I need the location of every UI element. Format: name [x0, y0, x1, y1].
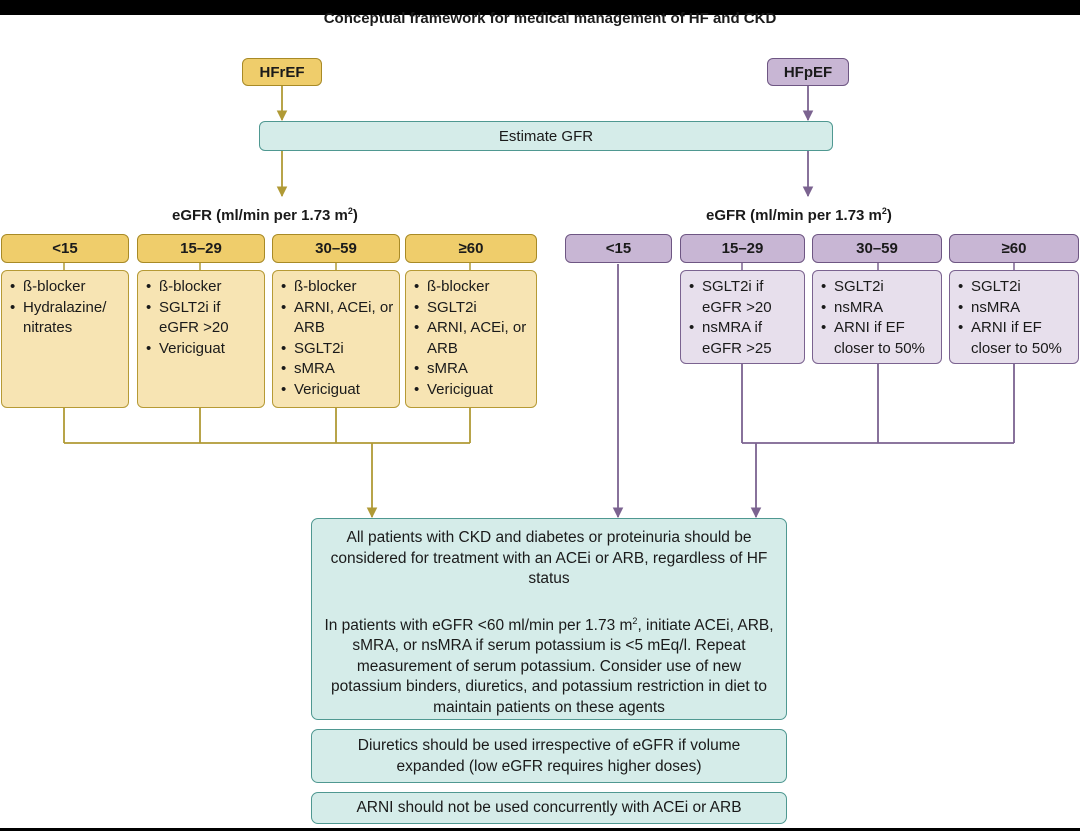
- estimate-gfr-node: Estimate GFR: [259, 121, 833, 151]
- list-item: ARNI if EF closer to 50%: [958, 318, 1074, 359]
- hfpef-band-15-29: 15–29: [680, 234, 805, 263]
- hfpef-list-15-29: SGLT2i if eGFR >20 nsMRA if eGFR >25: [680, 270, 805, 364]
- top-black-bar: [0, 0, 1080, 15]
- hfref-list-30-59: ß-blocker ARNI, ACEi, or ARB SGLT2i sMRA…: [272, 270, 400, 408]
- main-recommendation-note: All patients with CKD and diabetes or pr…: [311, 518, 787, 720]
- hfref-band-30-59: 30–59: [272, 234, 400, 263]
- list-item: ß-blocker: [414, 277, 532, 298]
- list-item: SGLT2i if eGFR >20: [146, 298, 260, 339]
- arni-note: ARNI should not be used concurrently wit…: [311, 792, 787, 824]
- list-item: nsMRA: [958, 298, 1074, 319]
- hfref-list-15-29: ß-blocker SGLT2i if eGFR >20 Vericiguat: [137, 270, 265, 408]
- list-item: sMRA: [281, 359, 395, 380]
- list-item: ß-blocker: [281, 277, 395, 298]
- diuretics-note: Diuretics should be used irrespective of…: [311, 729, 787, 783]
- list-item: Hydralazine/ nitrates: [10, 298, 124, 339]
- hfref-band-lt15: <15: [1, 234, 129, 263]
- diagram-title: Conceptual framework for medical managem…: [323, 10, 777, 27]
- note-paragraph-1: All patients with CKD and diabetes or pr…: [330, 529, 768, 587]
- list-item: ARNI, ACEi, or ARB: [414, 318, 532, 359]
- hfref-band-ge60: ≥60: [405, 234, 537, 263]
- hfref-list-ge60: ß-blocker SGLT2i ARNI, ACEi, or ARB sMRA…: [405, 270, 537, 408]
- list-item: SGLT2i: [821, 277, 937, 298]
- list-item: SGLT2i: [958, 277, 1074, 298]
- hfpef-band-lt15: <15: [565, 234, 672, 263]
- hfpef-egfr-label: eGFR (ml/min per 1.73 m2): [706, 206, 892, 224]
- bottom-black-bar: [0, 828, 1080, 831]
- hfpef-band-ge60: ≥60: [949, 234, 1079, 263]
- hfref-band-15-29: 15–29: [137, 234, 265, 263]
- list-item: ß-blocker: [10, 277, 124, 298]
- list-item: ARNI if EF closer to 50%: [821, 318, 937, 359]
- note-paragraph-2: In patients with eGFR <60 ml/min per 1.7…: [324, 615, 774, 716]
- list-item: SGLT2i if eGFR >20: [689, 277, 800, 318]
- hfpef-band-30-59: 30–59: [812, 234, 942, 263]
- list-item: ARNI, ACEi, or ARB: [281, 298, 395, 339]
- list-item: ß-blocker: [146, 277, 260, 298]
- hfref-egfr-label: eGFR (ml/min per 1.73 m2): [172, 206, 358, 224]
- list-item: Vericiguat: [146, 339, 260, 360]
- hfpef-node: HFpEF: [767, 58, 849, 86]
- hfref-list-lt15: ß-blocker Hydralazine/ nitrates: [1, 270, 129, 408]
- hfref-node: HFrEF: [242, 58, 322, 86]
- list-item: nsMRA: [821, 298, 937, 319]
- list-item: SGLT2i: [281, 339, 395, 360]
- list-item: nsMRA if eGFR >25: [689, 318, 800, 359]
- hfpef-list-ge60: SGLT2i nsMRA ARNI if EF closer to 50%: [949, 270, 1079, 364]
- list-item: SGLT2i: [414, 298, 532, 319]
- hfpef-connectors: [612, 86, 1015, 519]
- list-item: Vericiguat: [281, 380, 395, 401]
- hfpef-list-30-59: SGLT2i nsMRA ARNI if EF closer to 50%: [812, 270, 942, 364]
- list-item: Vericiguat: [414, 380, 532, 401]
- hfref-connectors: [63, 86, 471, 519]
- list-item: sMRA: [414, 359, 532, 380]
